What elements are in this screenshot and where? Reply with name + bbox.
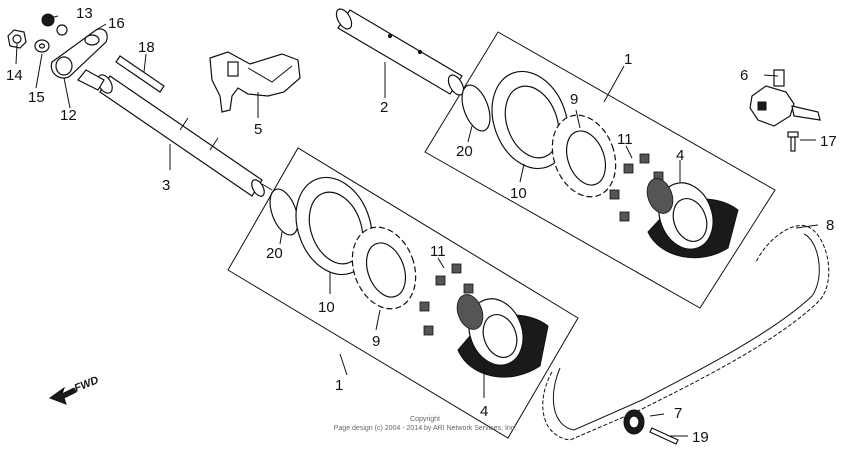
callout-17: 17 xyxy=(820,133,837,150)
callout-16: 16 xyxy=(108,15,125,32)
callout-1-upper: 1 xyxy=(624,51,632,68)
callout-14: 14 xyxy=(6,67,23,84)
linkage-parts-12-16 xyxy=(7,13,108,79)
callout-4-lower: 4 xyxy=(480,403,488,420)
callout-11-upper: 11 xyxy=(617,131,633,148)
upper-assembly xyxy=(461,70,739,259)
shaft-part-2 xyxy=(335,8,465,96)
upper-assembly-outline xyxy=(424,31,776,309)
hub-4-lower xyxy=(456,294,549,378)
callout-18: 18 xyxy=(138,39,155,56)
shaft-part-3 xyxy=(77,69,273,197)
stud-part-18 xyxy=(115,55,165,93)
callout-13: 13 xyxy=(76,5,93,22)
callout-10-upper: 10 xyxy=(510,185,527,202)
hub-4-upper xyxy=(646,178,739,259)
lower-assembly xyxy=(269,176,549,378)
callout-5: 5 xyxy=(254,121,262,138)
copyright-line-1: Copyright xyxy=(410,416,440,423)
snap-ring-20-lower xyxy=(269,188,299,236)
lower-assembly-outline xyxy=(227,147,579,439)
copyright-line-2: Page design (c) 2004 - 2014 by ARI Netwo… xyxy=(334,425,517,432)
chain-part-8 xyxy=(542,224,830,441)
callout-7: 7 xyxy=(674,405,682,422)
fwd-arrow-icon xyxy=(48,386,77,405)
callout-9-upper: 9 xyxy=(570,91,578,108)
callout-15: 15 xyxy=(28,89,45,106)
callout-9-lower: 9 xyxy=(372,333,380,350)
bracket-part-5 xyxy=(209,51,301,113)
callout-10-lower: 10 xyxy=(318,299,335,316)
callout-12: 12 xyxy=(60,107,77,124)
callout-3: 3 xyxy=(162,177,170,194)
rollers-11-lower xyxy=(419,263,474,336)
callout-6: 6 xyxy=(740,67,748,84)
callout-20-upper: 20 xyxy=(456,143,473,160)
callout-1-lower: 1 xyxy=(335,377,343,394)
bracket-part-6 xyxy=(749,69,821,127)
leader-lines xyxy=(15,15,819,437)
callout-20-lower: 20 xyxy=(266,245,283,262)
fwd-label: FWD xyxy=(73,374,101,395)
callout-4-upper: 4 xyxy=(676,147,684,164)
callout-2: 2 xyxy=(380,99,388,116)
callout-8: 8 xyxy=(826,217,834,234)
callout-19: 19 xyxy=(692,429,709,446)
snap-ring-20-upper xyxy=(461,84,491,132)
rollers-11-upper xyxy=(609,153,664,222)
bolt-part-17 xyxy=(787,131,799,152)
tensioner-parts-7-19 xyxy=(623,409,679,445)
callout-11-lower: 11 xyxy=(430,243,446,260)
